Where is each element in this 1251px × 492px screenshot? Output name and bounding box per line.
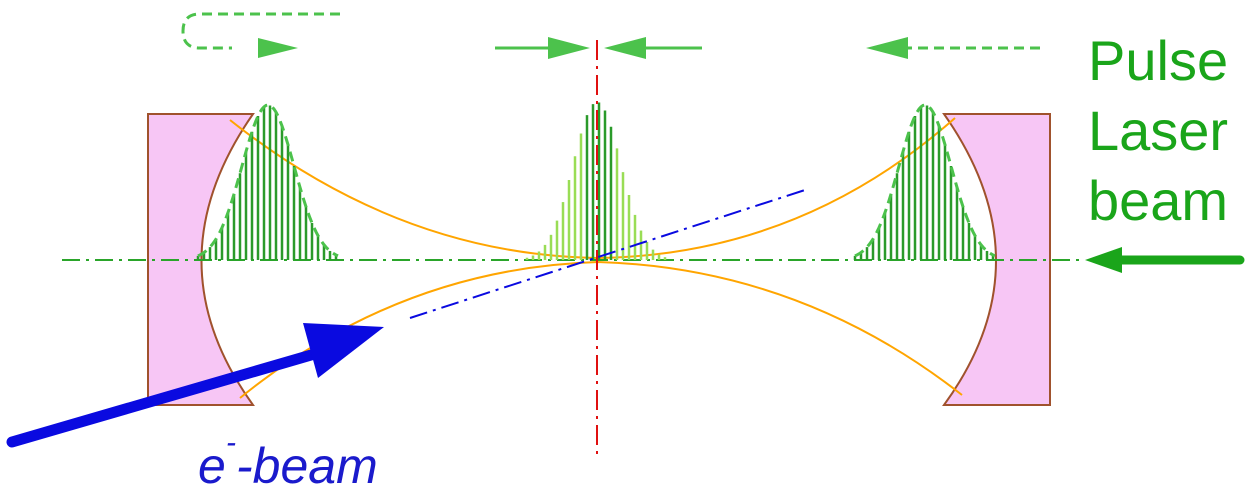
left-pulse-outline [197, 103, 339, 258]
incoming-pulse-arrow [866, 37, 1040, 59]
ebeam-label-superscript: - [226, 426, 236, 459]
laser-input-arrow [1085, 247, 1245, 273]
right-laser-pulse [853, 105, 995, 260]
laser-label-line1: Pulse [1088, 29, 1228, 92]
laser-label-line3: beam [1088, 169, 1228, 232]
left-laser-pulse [196, 105, 338, 260]
right-pulse-outline [854, 103, 996, 258]
return-loop-arrow [181, 12, 340, 58]
laser-label-line2: Laser [1088, 99, 1228, 162]
center-laser-pulse [525, 102, 667, 260]
ebeam-label-rest: -beam [236, 438, 378, 492]
electron-beam-arrow [6, 323, 384, 448]
converging-arrows [495, 37, 702, 59]
electron-beam-path [409, 189, 806, 319]
ebeam-label-e: e [198, 438, 226, 492]
